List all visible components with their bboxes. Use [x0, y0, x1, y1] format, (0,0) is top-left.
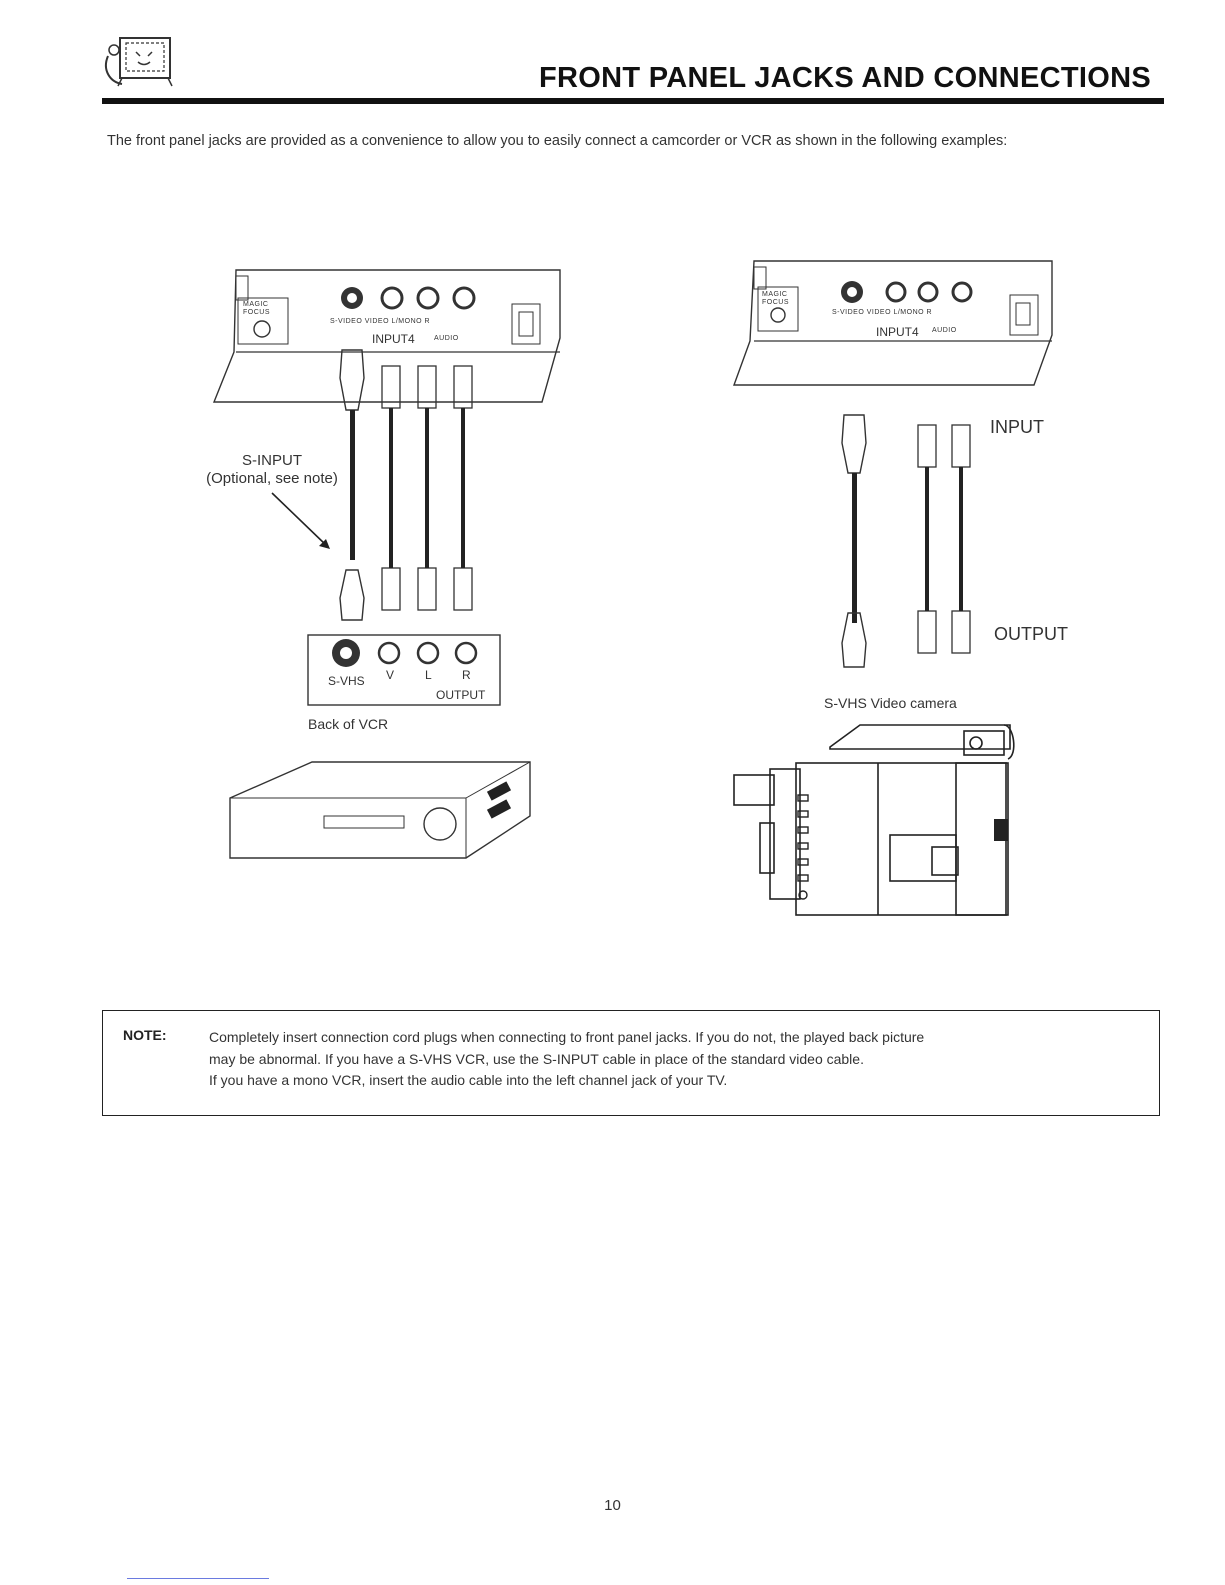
magic-focus-label-left-2: FOCUS [243, 309, 270, 316]
audio-label-left: AUDIO [434, 335, 459, 342]
camcorder-output-label: OUTPUT [994, 624, 1068, 644]
note-line-1: Completely insert connection cord plugs … [209, 1029, 925, 1045]
bottom-divider [127, 1578, 269, 1579]
note-label: NOTE: [123, 1027, 167, 1043]
camcorder-connection-diagram: MAGIC FOCUS S-VIDEO VIDEO L/MONO R INPUT… [730, 255, 1090, 925]
magic-focus-label-right: MAGIC [762, 291, 788, 298]
page-title: FRONT PANEL JACKS AND CONNECTIONS [539, 62, 1151, 94]
jack-labels-left: S-VIDEO VIDEO L/MONO R [330, 318, 431, 325]
r-jack-label: R [462, 668, 471, 682]
back-of-vcr-caption: Back of VCR [308, 716, 389, 732]
magic-focus-label-left: MAGIC [243, 301, 269, 308]
input4-label-left: INPUT4 [372, 332, 415, 346]
s-input-callout-note: (Optional, see note) [206, 470, 338, 487]
jack-labels-right: S-VIDEO VIDEO L/MONO R [832, 309, 933, 316]
note-line-3: If you have a mono VCR, insert the audio… [209, 1072, 728, 1088]
note-box: NOTE: Completely insert connection cord … [102, 1010, 1160, 1116]
vcr-connection-diagram: MAGIC FOCUS S-VIDEO VIDEO L/MONO R INPUT… [206, 268, 572, 868]
vcr-connection-drawing [212, 269, 561, 859]
s-vhs-jack-label: S-VHS [328, 674, 365, 688]
magic-focus-label-right-2: FOCUS [762, 299, 789, 306]
camcorder-input-label: INPUT [990, 417, 1044, 437]
camcorder-caption: S-VHS Video camera [824, 695, 957, 711]
l-jack-label: L [425, 668, 432, 682]
note-line-2: may be abnormal. If you have a S-VHS VCR… [209, 1050, 864, 1067]
v-jack-label: V [386, 668, 395, 682]
vcr-output-label: OUTPUT [436, 688, 486, 702]
camcorder-connection-drawing [733, 260, 1053, 916]
page-number: 10 [604, 1497, 621, 1514]
intro-paragraph: The front panel jacks are provided as a … [107, 133, 1008, 149]
audio-label-right: AUDIO [932, 327, 957, 334]
title-rule [102, 98, 1164, 104]
input4-label-right: INPUT4 [876, 325, 919, 339]
note-text: Completely insert connection cord plugs … [209, 1027, 1139, 1092]
s-input-callout-title: S-INPUT [242, 452, 302, 469]
tv-illustration-icon [104, 37, 173, 87]
